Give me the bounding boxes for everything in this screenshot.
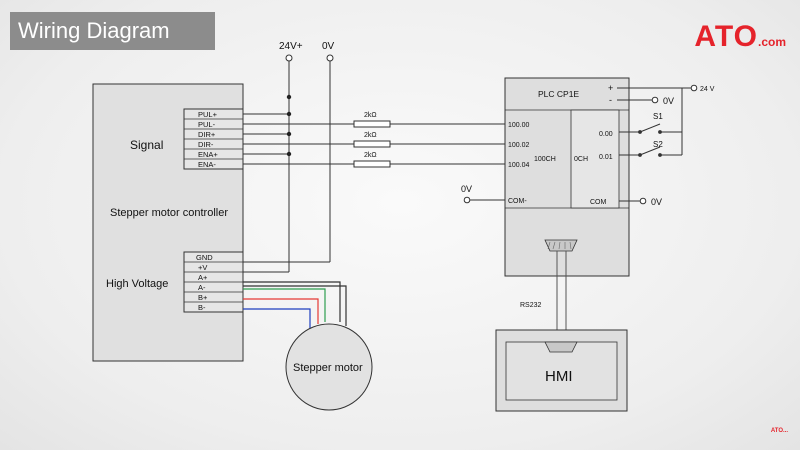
stepper-motor xyxy=(285,323,373,411)
com-in-0v-label: 0V xyxy=(461,184,472,194)
pin-b-minus: B- xyxy=(198,303,206,312)
resistor-1-label: 2kΩ xyxy=(364,112,377,119)
pin-dir-plus: DIR+ xyxy=(198,130,216,139)
plc-out-channel: 0CH xyxy=(574,156,588,163)
logo-suffix: .com xyxy=(757,35,786,49)
plc-output-0: 0.00 xyxy=(599,131,613,138)
hmi-serial-port xyxy=(544,341,578,353)
logo-main: ATO xyxy=(694,20,758,53)
pin-plus-v: +V xyxy=(198,263,207,272)
pin-b-plus: B+ xyxy=(198,293,208,302)
resistor-3-label: 2kΩ xyxy=(364,152,377,159)
plc-input-0: 100.00 xyxy=(508,122,530,129)
pin-a-minus: A- xyxy=(198,283,206,292)
com-out-0v-terminal xyxy=(639,197,647,205)
signal-pin-block: PUL+ PUL- DIR+ DIR- ENA+ ENA- xyxy=(183,108,244,170)
rail-wires xyxy=(243,61,505,273)
plc-24v-terminal xyxy=(690,84,698,92)
motor-wires xyxy=(243,281,347,330)
com-out-0v-label: 0V xyxy=(651,197,662,207)
wire-b-minus xyxy=(243,308,311,330)
plc-output-block xyxy=(570,109,620,209)
controller-hv-label: High Voltage xyxy=(106,278,168,290)
switch-s2 xyxy=(638,146,662,157)
wire-a-minus xyxy=(243,288,326,322)
plc-serial-port xyxy=(544,239,578,252)
plc-name: PLC CP1E xyxy=(538,89,579,99)
switch-s1-label: S1 xyxy=(653,112,663,121)
pin-gnd: GND xyxy=(196,253,213,262)
watermark: ATO... xyxy=(770,428,788,434)
switch-s1 xyxy=(638,123,662,134)
resistor-2-label: 2kΩ xyxy=(364,132,377,139)
com-in-0v-terminal xyxy=(463,196,471,204)
rail-0v-label: 0V xyxy=(322,41,335,52)
rail-24v-terminal xyxy=(285,54,293,62)
pin-ena-plus: ENA+ xyxy=(198,150,218,159)
controller-name: Stepper motor controller xyxy=(110,207,228,219)
page-title: Wiring Diagram xyxy=(10,12,215,50)
resistor-3: 2kΩ xyxy=(353,152,391,168)
rail-0v-terminal xyxy=(326,54,334,62)
plc-com-out: COM xyxy=(590,199,607,206)
controller-signal-label: Signal xyxy=(130,138,163,152)
plc-com-in: COM- xyxy=(508,198,527,205)
pin-pul-plus: PUL+ xyxy=(198,110,218,119)
plc-input-2: 100.04 xyxy=(508,162,530,169)
ato-logo: ATO.com xyxy=(694,20,786,54)
plc-0v-terminal xyxy=(651,96,659,104)
hmi-label: HMI xyxy=(545,368,573,385)
wire-b-plus xyxy=(243,298,319,324)
rail-24v-label: 24V+ xyxy=(279,41,303,52)
plc-in-channel: 100CH xyxy=(534,156,556,163)
rs232-label: RS232 xyxy=(520,302,542,309)
pin-ena-minus: ENA- xyxy=(198,160,216,169)
plc-input-1: 100.02 xyxy=(508,142,530,149)
pin-pul-minus: PUL- xyxy=(198,120,216,129)
plc-24v-label: 24 V xyxy=(700,86,715,93)
plc-plus: + xyxy=(608,83,613,93)
resistor-1: 2kΩ xyxy=(353,112,391,128)
wire-a-plus xyxy=(243,285,347,326)
rail-junctions xyxy=(286,94,292,157)
pin-dir-minus: DIR- xyxy=(198,140,214,149)
plc-output-1: 0.01 xyxy=(599,154,613,161)
resistor-2: 2kΩ xyxy=(353,132,391,148)
power-pin-block: GND +V A+ A- B+ B- xyxy=(183,251,244,313)
serial-port-pins xyxy=(547,241,572,250)
plc-0v-label: 0V xyxy=(663,96,674,106)
rs232-cable xyxy=(556,251,567,340)
switch-s2-label: S2 xyxy=(653,140,663,149)
pin-a-plus: A+ xyxy=(198,273,208,282)
plc-supply-wires xyxy=(470,87,692,202)
stepper-motor-label: Stepper motor xyxy=(293,362,363,374)
plc-minus: - xyxy=(609,95,612,105)
